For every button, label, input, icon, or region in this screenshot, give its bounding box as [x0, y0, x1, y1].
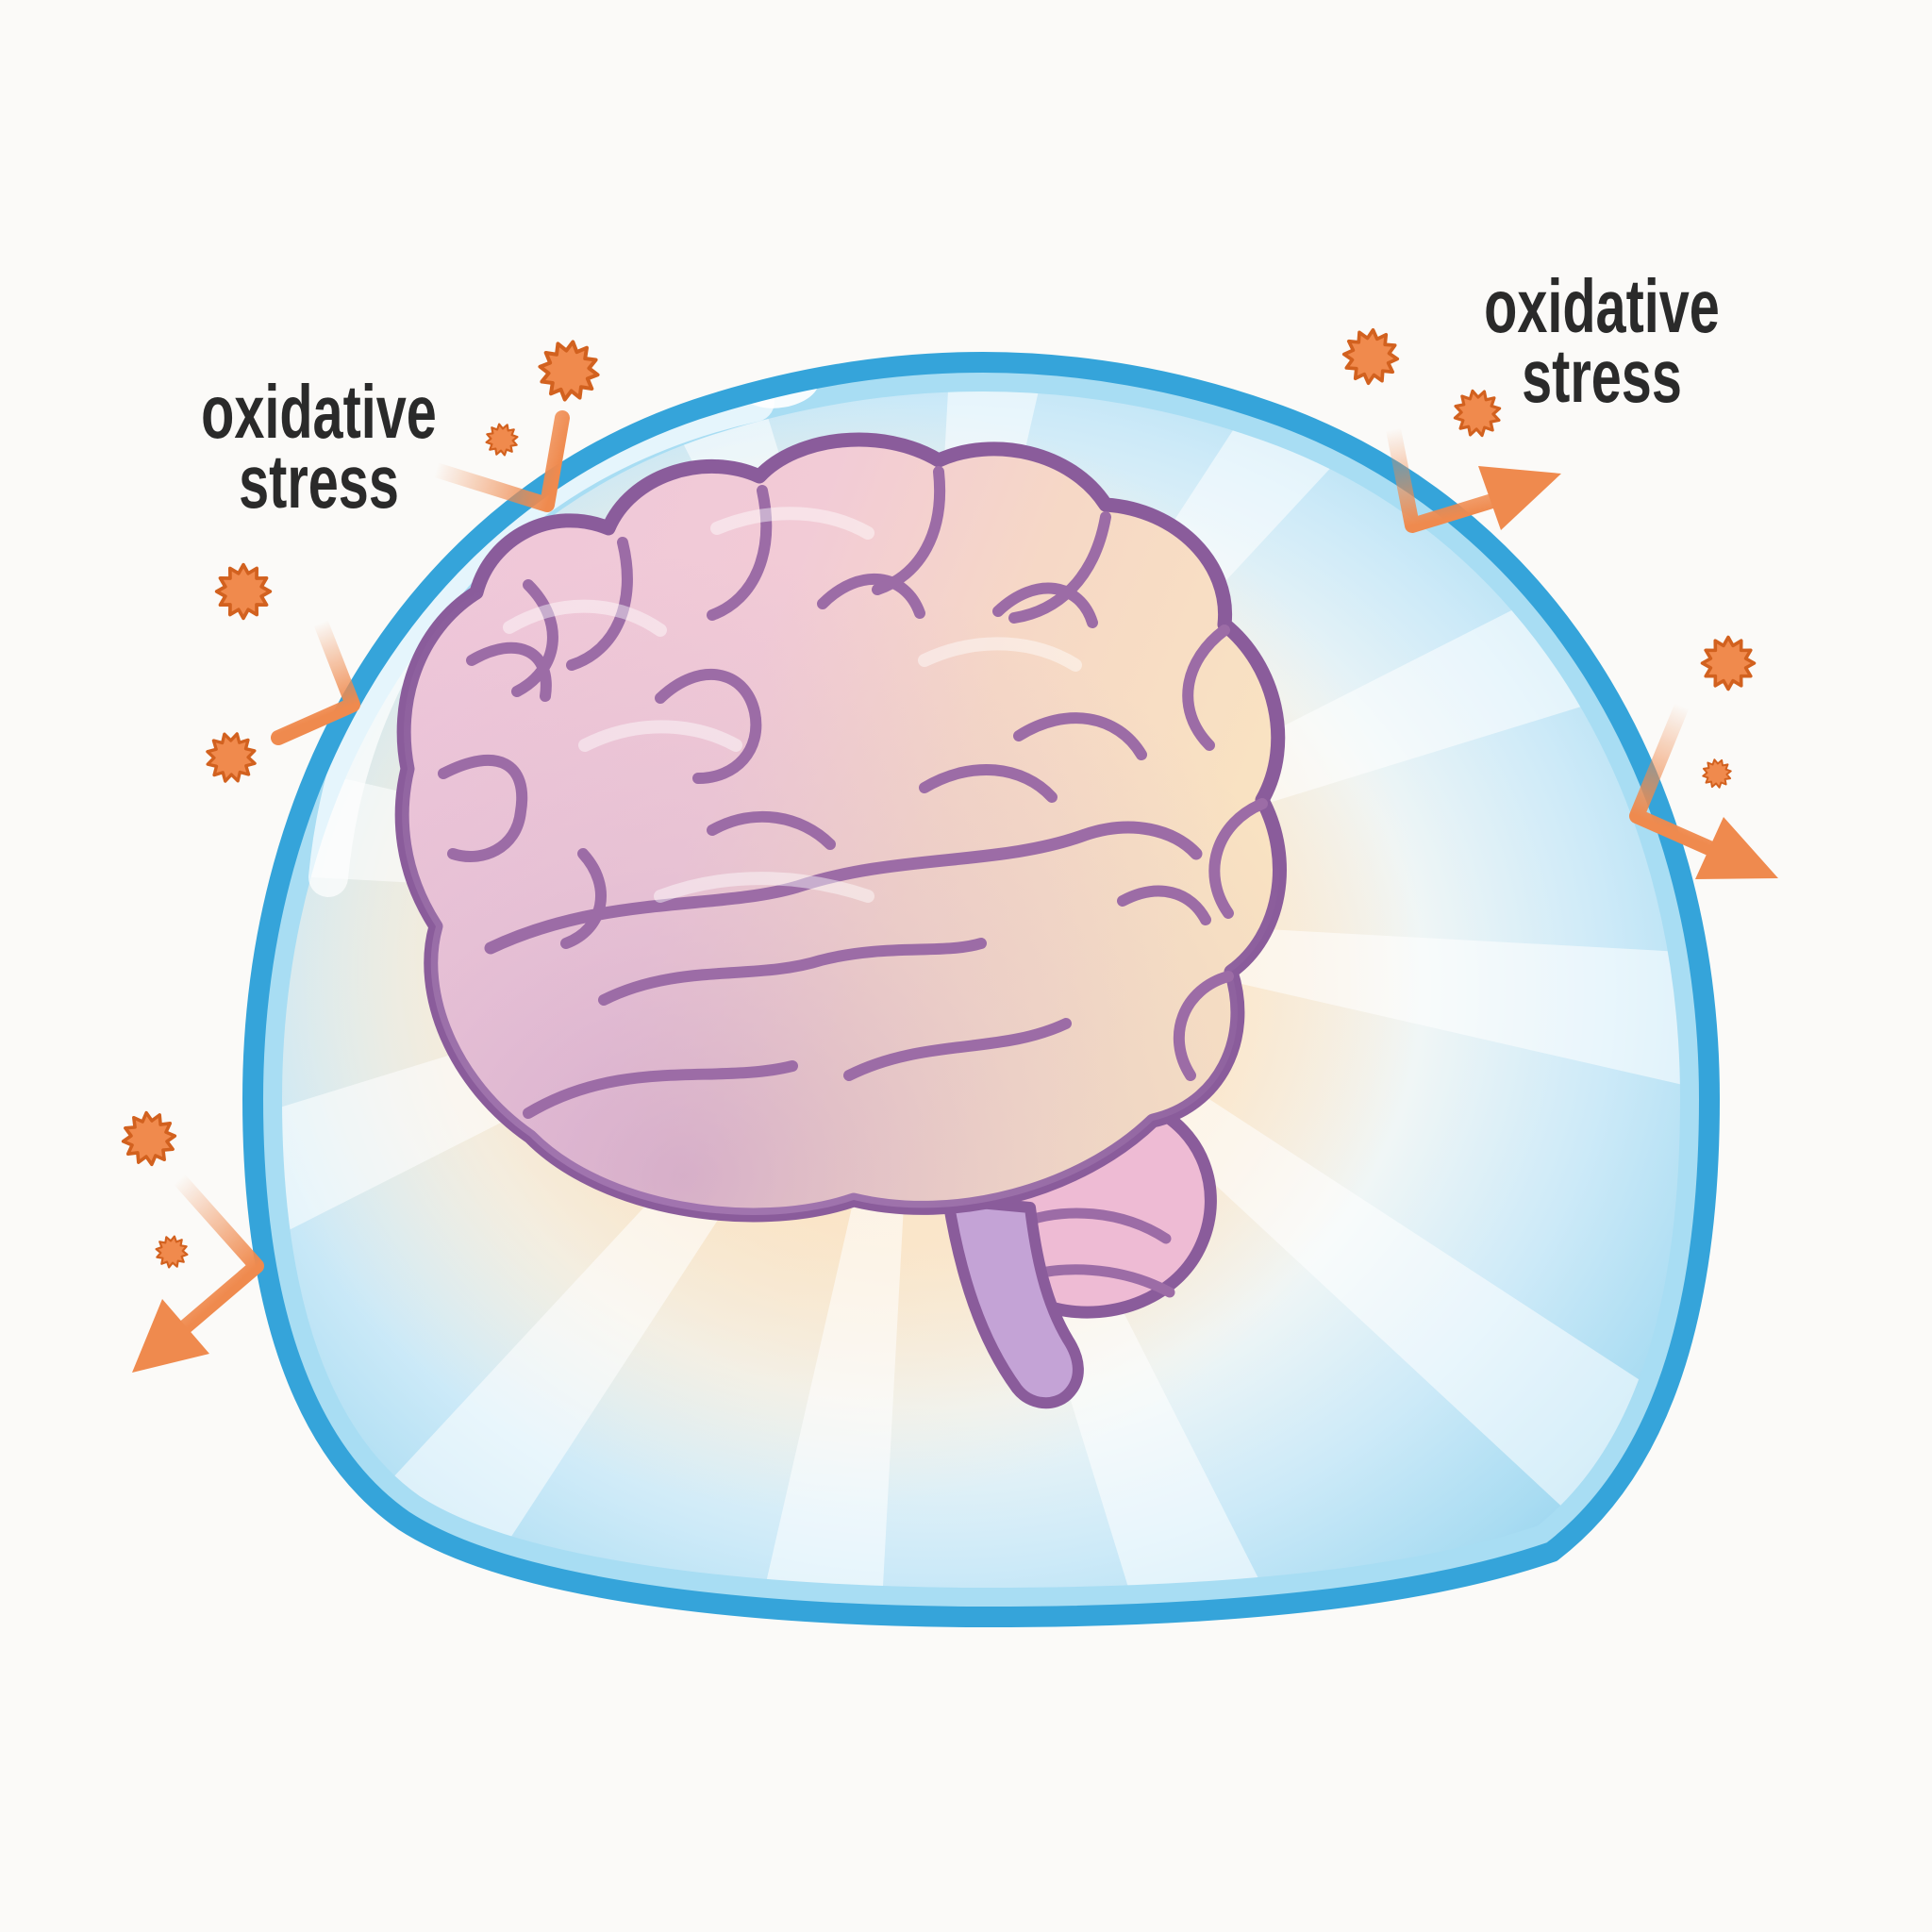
arrowheads: [132, 466, 1778, 1373]
label-line-2: stress: [1522, 334, 1682, 418]
oxidative-stress-label-left: oxidative stress: [183, 370, 455, 524]
arrowhead-icon: [1695, 817, 1778, 879]
shield-dome: [0, 0, 1860, 1851]
particle-group-mid-left: [200, 562, 273, 789]
starburst-icon: [200, 726, 262, 789]
deflection-arrows: [132, 410, 1778, 1373]
label-line-1: oxidative: [1484, 264, 1720, 348]
bounce-arrow-icon: [428, 410, 570, 512]
starburst-icon: [1700, 635, 1757, 691]
bounce-arrow-icon: [1386, 422, 1503, 533]
brain-highlights: [503, 507, 1082, 903]
brain-illustration: [394, 432, 1287, 1409]
oxidative-stress-label-right: oxidative stress: [1466, 264, 1738, 418]
brain-sulci: [438, 466, 1268, 1119]
bounce-arrow-icon: [1629, 698, 1717, 856]
particle-group-top-left: [482, 338, 602, 459]
label-line-1: oxidative: [201, 370, 437, 454]
starburst-icon: [1697, 754, 1737, 793]
starburst-icon: [152, 1232, 192, 1272]
starburst-icon: [1340, 325, 1402, 388]
cerebrum: [394, 432, 1287, 1223]
starburst-icon: [214, 562, 273, 621]
bounce-arrow-icon: [271, 615, 360, 745]
starburst-icon: [482, 420, 522, 459]
arrowhead-icon: [132, 1299, 209, 1373]
particle-group-mid-right: [1697, 635, 1757, 793]
starburst-icon: [118, 1108, 180, 1170]
arrowhead-icon: [1478, 466, 1561, 530]
brainstem: [942, 1194, 1084, 1409]
bounce-arrow-icon: [172, 1172, 264, 1334]
label-line-2: stress: [239, 440, 399, 524]
starburst-icon: [536, 338, 602, 404]
